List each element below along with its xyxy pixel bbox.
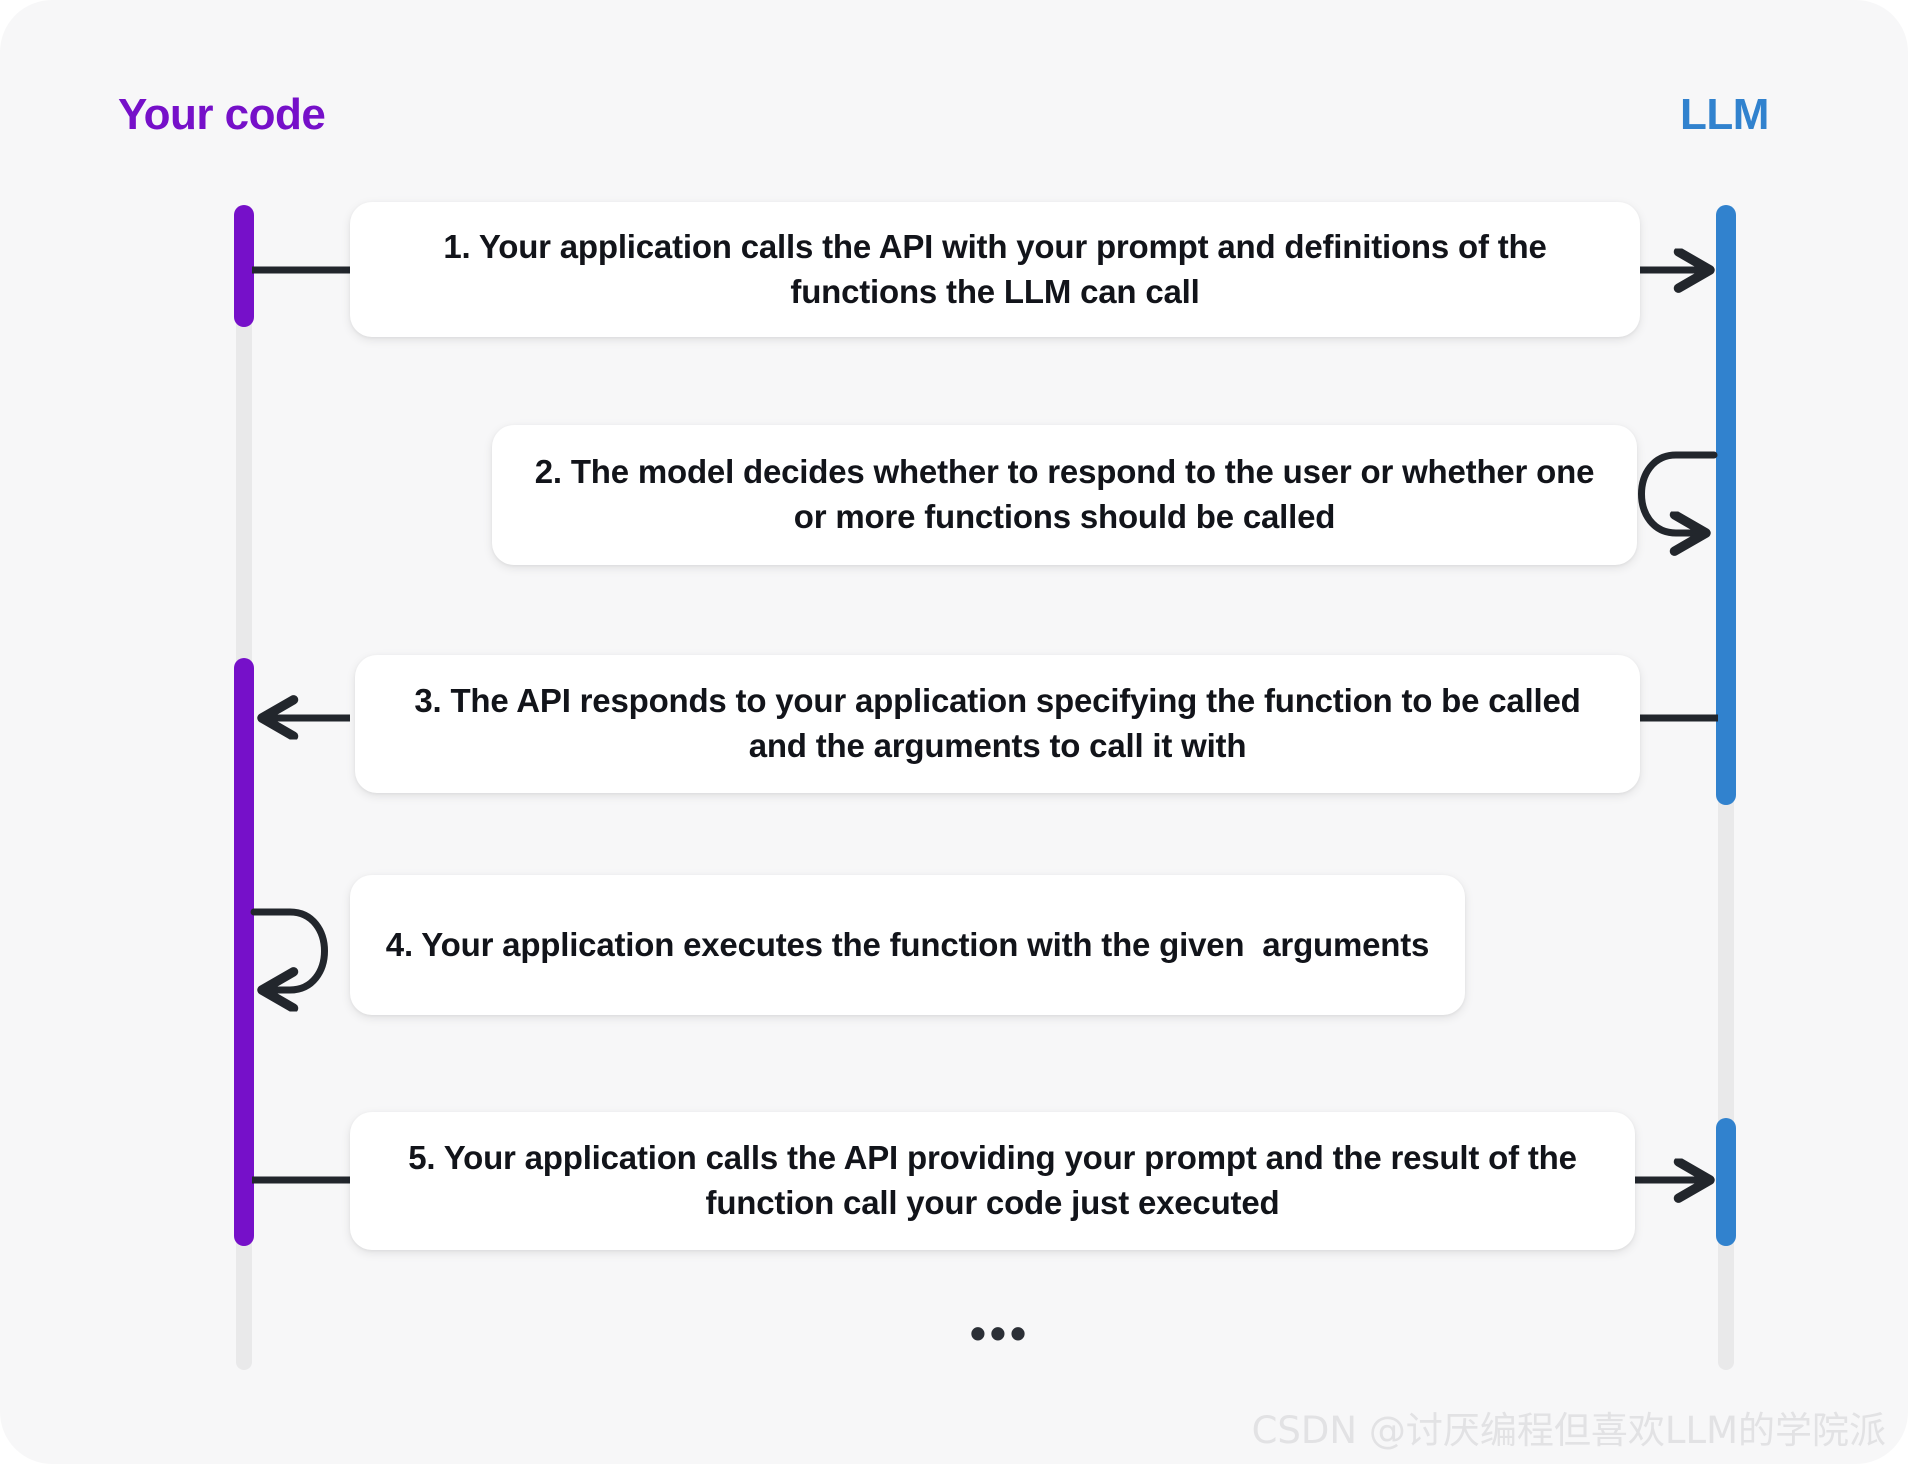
message-box-step-3[interactable]: 3. The API responds to your application … (355, 655, 1640, 793)
actor-label-llm: LLM (1680, 90, 1769, 139)
arrow-step-4-self-loop (250, 908, 328, 990)
activation-bar-llm-1 (1716, 205, 1736, 805)
message-box-step-4[interactable]: 4. Your application executes the functio… (350, 875, 1465, 1015)
message-text-step-3: 3. The API responds to your application … (414, 682, 1590, 764)
actor-label-your-code: Your code (118, 90, 326, 139)
watermark-text: CSDN @讨厌编程但喜欢LLM的学院派 (1251, 1409, 1886, 1452)
message-box-step-5[interactable]: 5. Your application calls the API provid… (350, 1112, 1635, 1250)
message-text-step-5: 5. Your application calls the API provid… (408, 1139, 1586, 1221)
activation-bar-your-code-1 (234, 205, 254, 327)
message-box-step-1[interactable]: 1. Your application calls the API with y… (350, 202, 1640, 337)
activation-bar-your-code-2 (234, 658, 254, 1246)
message-text-step-1: 1. Your application calls the API with y… (443, 227, 1556, 310)
message-box-step-2[interactable]: 2. The model decides whether to respond … (492, 425, 1637, 565)
arrow-step-2-self-loop (1638, 451, 1718, 533)
message-text-step-4: 4. Your application executes the functio… (385, 925, 1430, 963)
activation-bar-llm-2 (1716, 1118, 1736, 1246)
continuation-ellipsis: ••• (969, 1307, 1031, 1359)
message-text-step-2: 2. The model decides whether to respond … (534, 453, 1604, 535)
